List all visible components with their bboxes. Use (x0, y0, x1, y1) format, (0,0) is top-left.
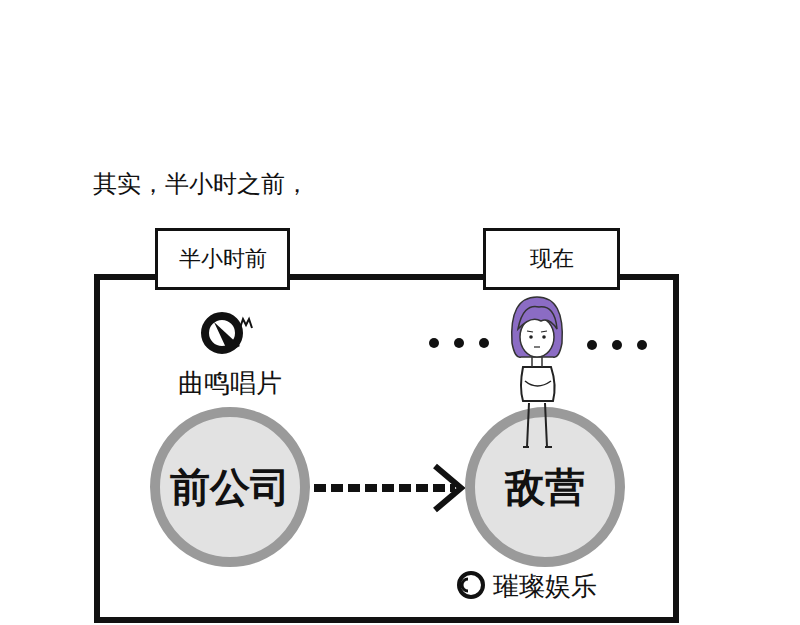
frame (97, 277, 676, 620)
company-circle: 前公司 (150, 407, 310, 567)
dashed-line (314, 484, 455, 492)
girl-feet (523, 446, 552, 448)
girl-mouth (534, 346, 540, 347)
time-tab: 半小时前 (155, 228, 290, 290)
title: 其实，半小时之前， (93, 168, 309, 200)
girl-arms (525, 381, 551, 386)
girl-eye (529, 335, 533, 339)
qm-logo (205, 316, 252, 352)
circle-shape (155, 412, 305, 562)
girl-neck (532, 357, 542, 367)
node-text: 前公司 (170, 460, 290, 515)
time-tab: 现在 (483, 228, 620, 290)
dashed-arrow (314, 466, 461, 510)
girl-legs (527, 403, 547, 447)
node-text: 现在 (530, 244, 574, 274)
arrow-head (435, 466, 461, 510)
girl-brows (527, 331, 547, 332)
company-circle: 敌营 (465, 407, 625, 567)
girl-hair (512, 297, 563, 357)
sitting-girl (512, 297, 563, 447)
node-text: 半小时前 (179, 244, 267, 274)
girl-body (521, 367, 555, 401)
girl-bangs (518, 306, 557, 329)
logo-label: 璀璨娱乐 (493, 569, 597, 604)
cc-logo (459, 573, 483, 597)
girl-eye (542, 335, 546, 339)
logo-label: 曲鸣唱片 (178, 366, 282, 401)
node-text: 敌营 (505, 460, 585, 515)
circle-shape (470, 412, 620, 562)
